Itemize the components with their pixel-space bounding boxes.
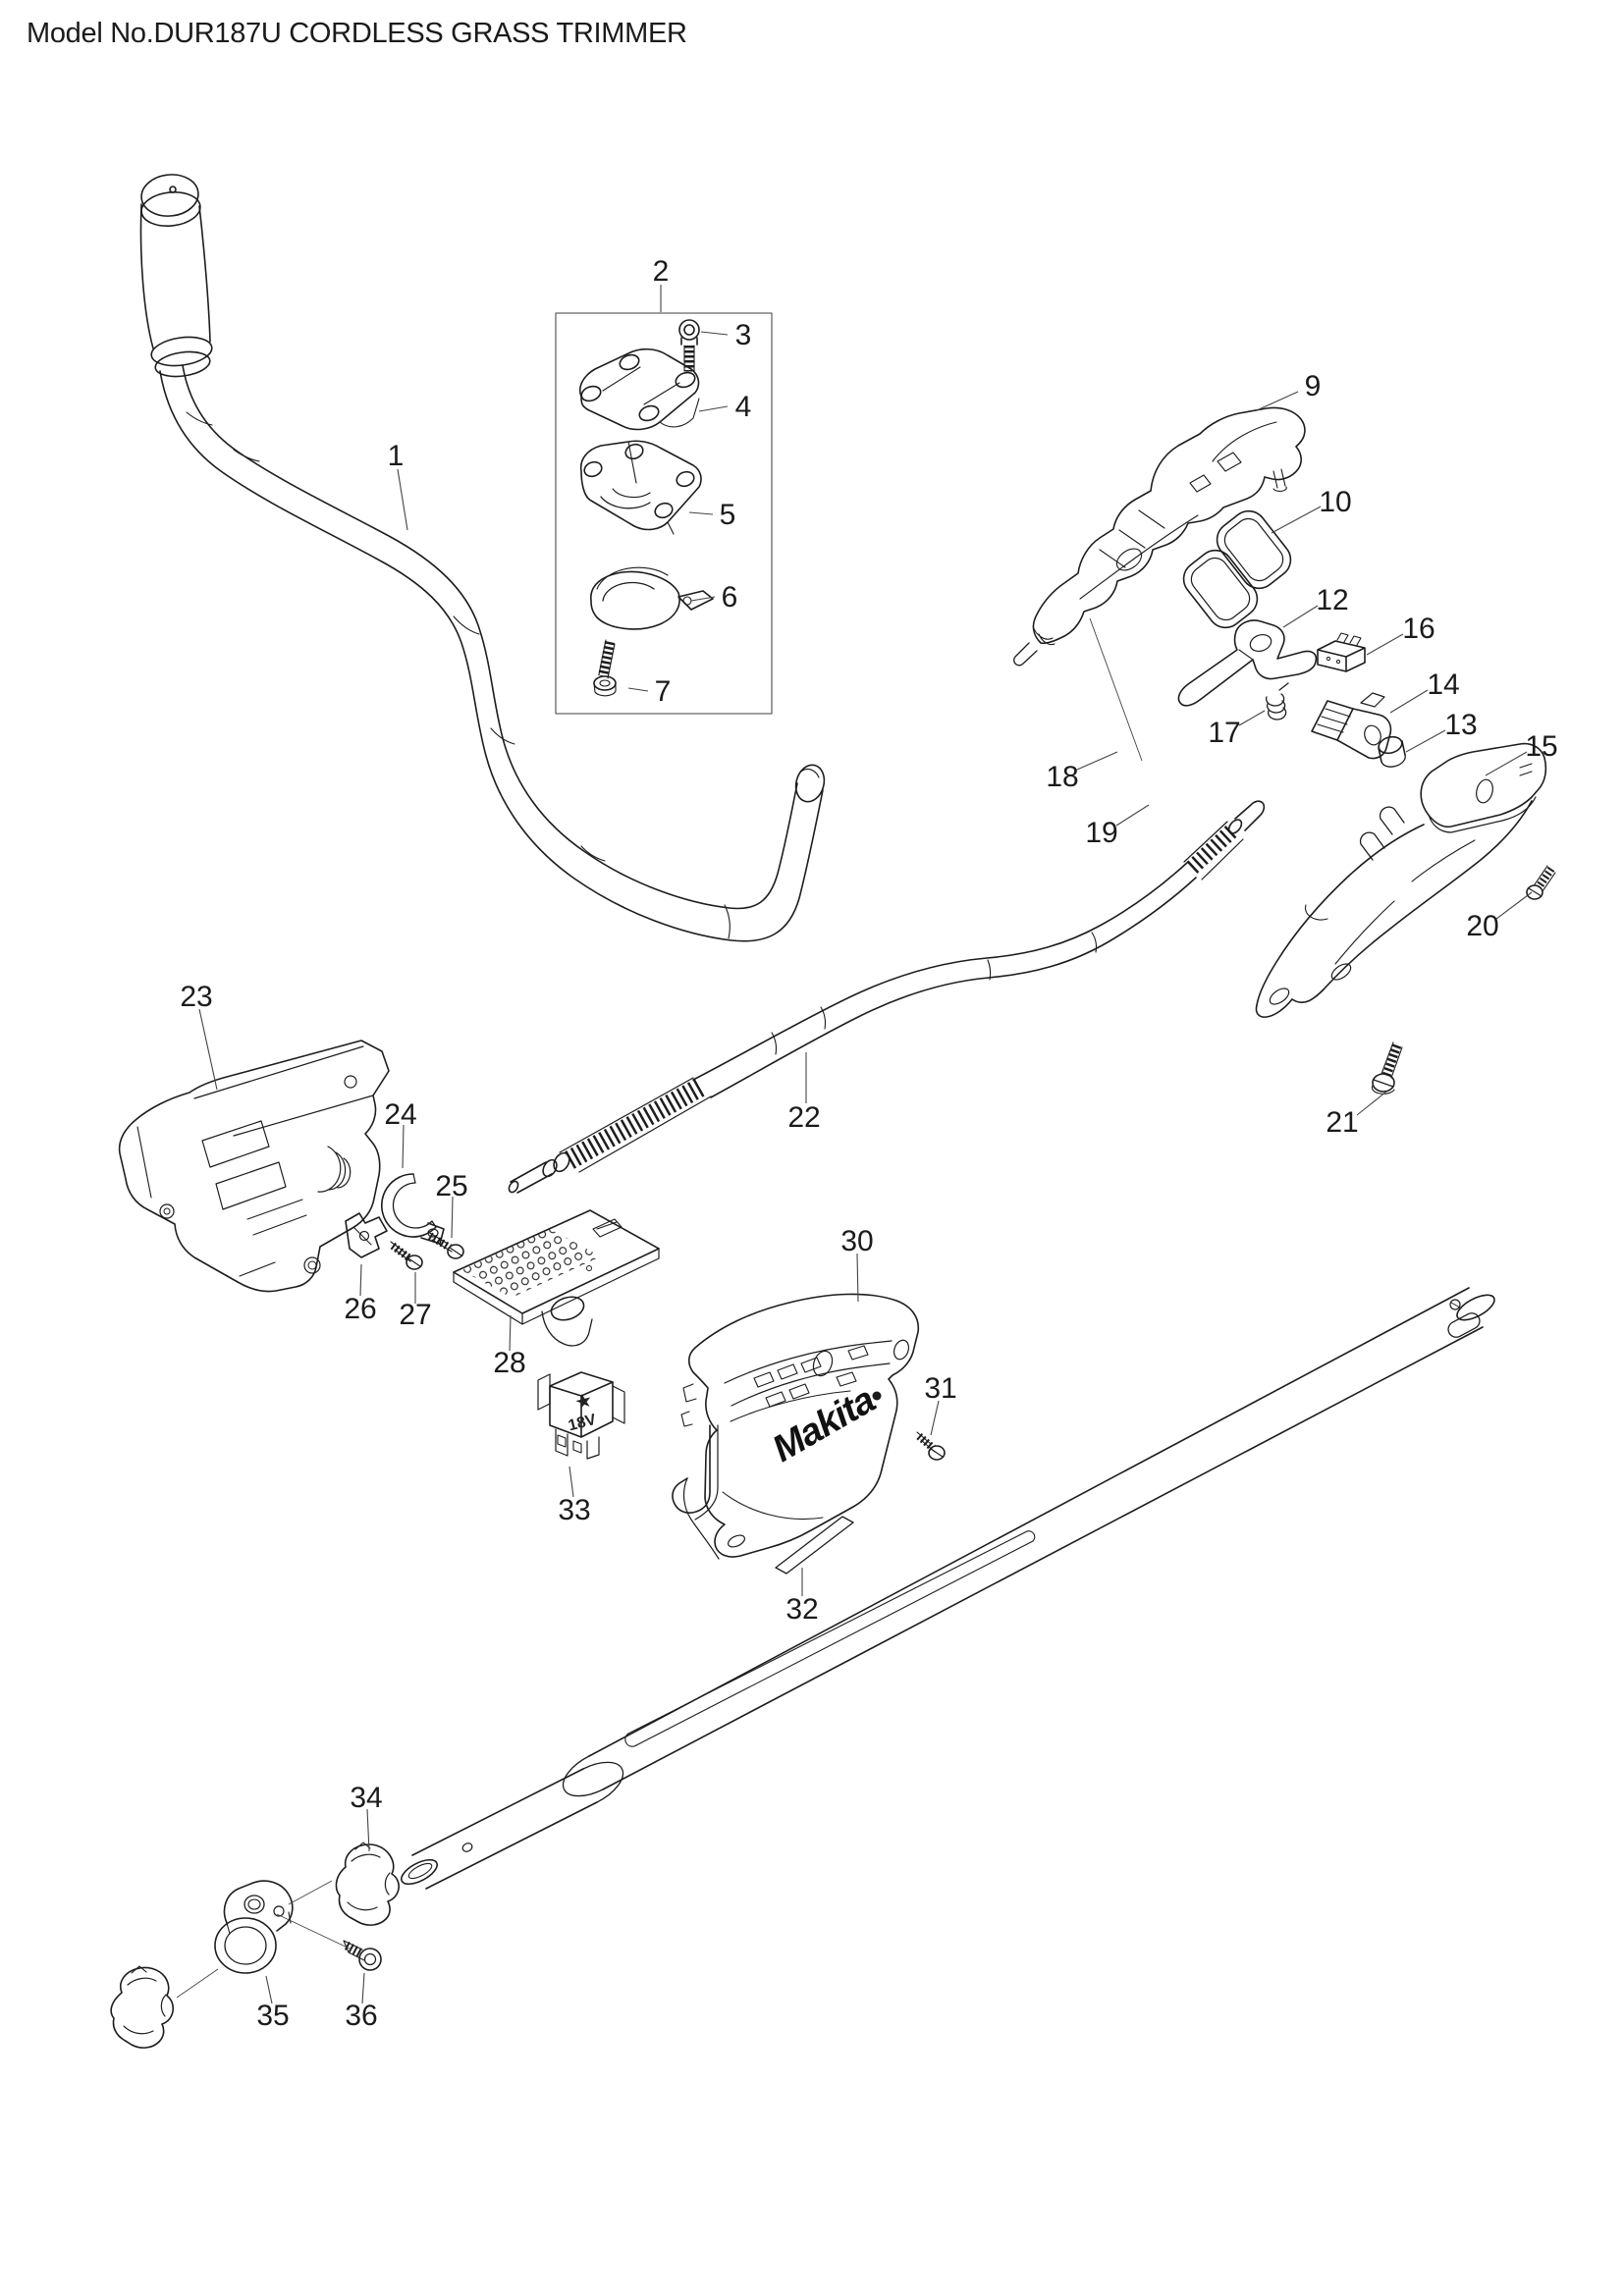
- terminal-star-icon: ★: [572, 1389, 595, 1415]
- part-screw-20: [1526, 865, 1556, 900]
- callout-20: 20: [1466, 910, 1498, 942]
- part-bolt-36: [343, 1940, 382, 1971]
- callout-35: 35: [256, 2000, 289, 2032]
- callout-34: 34: [350, 1782, 382, 1814]
- callout-26: 26: [344, 1293, 376, 1325]
- callout-12: 12: [1316, 584, 1348, 616]
- part-pipe-lower: [401, 1761, 624, 1890]
- part-hanger: [214, 1880, 294, 1974]
- callout-28: 28: [493, 1347, 525, 1379]
- part-screw-31: [916, 1431, 946, 1461]
- page-title: Model No.DUR187U CORDLESS GRASS TRIMMER: [27, 18, 687, 49]
- part-saddle-clamp: [590, 566, 714, 630]
- part-screw-3: [678, 319, 700, 372]
- part-flexible-shaft: [508, 800, 1266, 1194]
- part-housing-lower: [1255, 742, 1547, 1018]
- makita-logo-text: Makita: [766, 1379, 883, 1470]
- callout-labels: 1 2 3 4 5 6 7 9 10 12 13 14 15 16 17 18 …: [180, 255, 1557, 2032]
- callout-14: 14: [1427, 668, 1459, 701]
- callout-22: 22: [787, 1101, 820, 1134]
- callout-4: 4: [735, 391, 752, 423]
- part-switch-holder: [1311, 692, 1392, 760]
- callout-23: 23: [180, 981, 212, 1013]
- callout-6: 6: [722, 581, 738, 614]
- part-housing-upper: [1013, 406, 1306, 667]
- part-handlebar: [139, 174, 826, 942]
- callout-5: 5: [720, 499, 736, 531]
- callout-24: 24: [384, 1098, 416, 1131]
- callout-9: 9: [1305, 370, 1322, 402]
- part-gasket: [1182, 509, 1292, 629]
- callout-32: 32: [785, 1593, 818, 1626]
- callout-27: 27: [399, 1299, 431, 1331]
- terminal-voltage-text: 18V: [567, 1412, 598, 1434]
- callout-25: 25: [435, 1170, 467, 1202]
- part-screw-27: [390, 1241, 423, 1270]
- part-clamp-upper: [579, 347, 700, 431]
- part-screw-21: [1371, 1041, 1403, 1095]
- callout-18: 18: [1046, 761, 1078, 793]
- callout-33: 33: [558, 1494, 590, 1526]
- part-cushion-left: [110, 1965, 175, 2049]
- part-controller: [453, 1209, 660, 1347]
- part-terminal-block: [537, 1371, 625, 1460]
- part-cushion-right: [335, 1842, 400, 1926]
- callout-36: 36: [345, 2000, 377, 2032]
- part-motor-housing: [118, 1040, 390, 1293]
- callout-30: 30: [840, 1225, 873, 1257]
- callout-7: 7: [655, 675, 672, 708]
- part-trigger: [1177, 619, 1318, 707]
- callout-17: 17: [1208, 717, 1240, 749]
- part-spring: [1266, 682, 1289, 721]
- part-bracket-lower: [579, 440, 702, 535]
- callout-31: 31: [924, 1372, 956, 1405]
- callout-16: 16: [1402, 613, 1435, 645]
- callout-3: 3: [735, 319, 752, 351]
- callout-2: 2: [653, 255, 670, 288]
- callout-15: 15: [1525, 730, 1557, 763]
- part-clamp-ring: [380, 1173, 445, 1245]
- part-screw-25: [427, 1231, 464, 1259]
- part-label-sticker: [775, 1516, 854, 1575]
- sub-assembly-box: [555, 312, 773, 715]
- leader-lines: [176, 285, 1533, 2004]
- part-bolt-7: [593, 639, 617, 697]
- part-pipe-upper: [562, 1287, 1495, 1797]
- callout-1: 1: [388, 440, 405, 472]
- callout-10: 10: [1319, 486, 1351, 518]
- part-cap: [1378, 735, 1406, 768]
- callout-19: 19: [1085, 817, 1117, 849]
- part-cover: [672, 1293, 920, 1560]
- callout-13: 13: [1444, 709, 1477, 741]
- part-clip: [345, 1212, 388, 1258]
- part-switch: [1317, 632, 1366, 672]
- callout-21: 21: [1326, 1106, 1358, 1139]
